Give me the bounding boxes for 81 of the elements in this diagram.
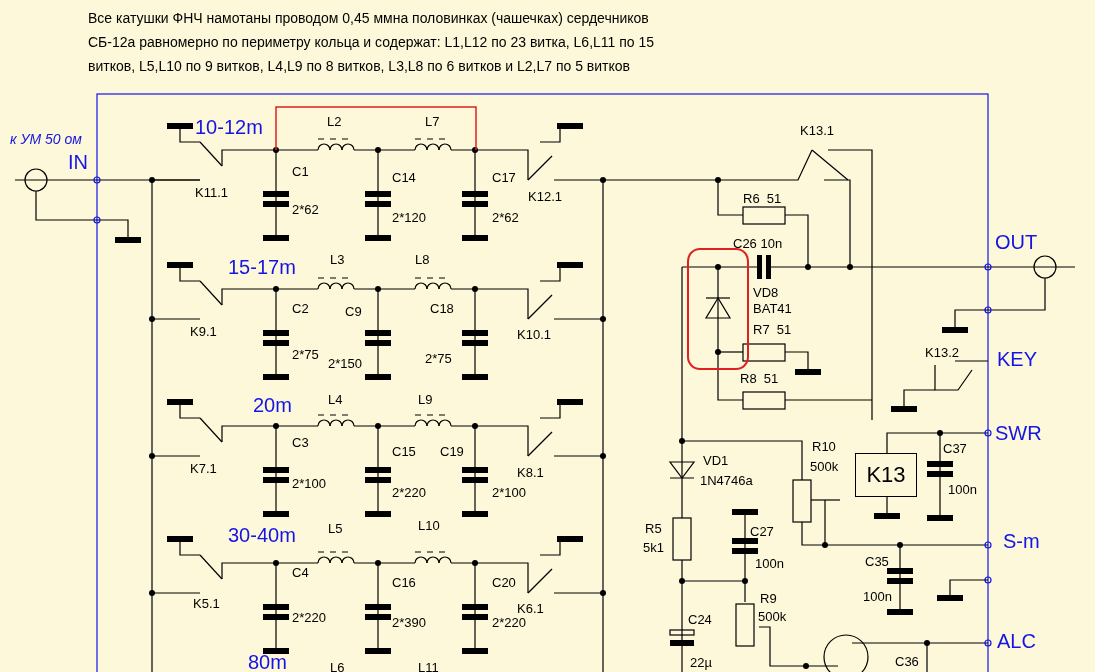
pin-label: OUT — [995, 231, 1038, 254]
value-label: 2*220 — [392, 486, 426, 501]
component-label: L6 — [330, 661, 345, 672]
pin-label: S-m — [1003, 530, 1040, 553]
value-label: 2*390 — [392, 616, 426, 631]
value-label: R6 51 — [743, 192, 782, 207]
component-label: C1 — [292, 165, 309, 180]
band-label: 15-17m — [228, 256, 296, 279]
component-label: C35 — [865, 555, 889, 570]
value-label: 2*62 — [492, 211, 519, 226]
relay-box: K13 — [855, 453, 917, 497]
band-label: 10-12m — [195, 116, 263, 139]
value-label: 2*220 — [292, 611, 326, 626]
value-label: 2*220 — [492, 616, 526, 631]
component-label: L10 — [418, 519, 440, 534]
value-label: 500k — [810, 460, 839, 475]
component-label: K5.1 — [193, 597, 220, 612]
value-label: 2*100 — [292, 477, 326, 492]
component-label: K6.1 — [517, 602, 544, 617]
component-label: K13.2 — [925, 346, 959, 361]
component-label: R10 — [812, 440, 836, 455]
value-label: 2*62 — [292, 203, 319, 218]
component-label: L5 — [328, 522, 343, 537]
component-label: L3 — [330, 253, 345, 268]
component-label: K10.1 — [517, 328, 551, 343]
value-label: 100n — [863, 590, 892, 605]
component-label: K8.1 — [517, 466, 544, 481]
component-label: C27 — [750, 525, 774, 540]
pin-label: KEY — [997, 348, 1038, 371]
component-label: C37 — [943, 442, 967, 457]
band-label: 20m — [253, 394, 292, 417]
pin-label: IN — [68, 151, 88, 174]
component-label: R9 — [760, 592, 777, 607]
value-label: 1N4746a — [700, 474, 753, 489]
component-label: C19 — [440, 445, 464, 460]
component-label: C15 — [392, 445, 416, 460]
component-label: L7 — [425, 115, 440, 130]
component-label: L8 — [415, 253, 430, 268]
note-text: Все катушки ФНЧ намотаны проводом 0,45 ммна половинках (чашечках) сердечников СБ-12а равномерно по периметру кольца и содержат: L1,L12 по 23 витка, L6,L11 по 15 витков, L5,L10 по 9 витков, L4,L9 по 8 витков, L3,L8 по 6 витков и L2,L7 по 5 витков — [88, 9, 656, 76]
value-label: 22µ — [690, 656, 712, 671]
component-label: C24 — [688, 613, 712, 628]
component-label: C16 — [392, 576, 416, 591]
value-label: C26 10n — [733, 237, 783, 252]
connection-note: к УМ 50 ом — [10, 131, 82, 148]
band-label: 80m — [248, 651, 287, 672]
component-label: K7.1 — [190, 462, 217, 477]
value-label: 100n — [948, 483, 977, 498]
component-label: C14 — [392, 171, 416, 186]
component-label: K12.1 — [528, 190, 562, 205]
value-label: 2*150 — [328, 357, 362, 372]
component-label: L9 — [418, 393, 433, 408]
component-label: L11 — [418, 661, 439, 672]
component-label: C9 — [345, 305, 362, 320]
component-label: R5 — [645, 522, 662, 537]
value-label: 100n — [755, 557, 784, 572]
component-label: C36 — [895, 655, 919, 670]
value-label: 2*100 — [492, 486, 526, 501]
value-label: 2*120 — [392, 211, 426, 226]
component-label: C4 — [292, 566, 309, 581]
component-label: C3 — [292, 436, 309, 451]
component-label: VD1 — [703, 454, 729, 469]
value-label: R8 51 — [740, 372, 779, 387]
component-label: K13.1 — [800, 124, 834, 139]
component-label: VD8 — [753, 286, 779, 301]
value-label: 500k — [758, 610, 787, 625]
value-label: 2*75 — [292, 348, 319, 363]
value-label: BAT41 — [753, 302, 792, 317]
value-label: 5k1 — [643, 541, 664, 556]
pin-label: ALC — [997, 630, 1036, 653]
value-label: 2*75 — [425, 352, 452, 367]
component-label: K11.1 — [195, 186, 228, 201]
component-label: C20 — [492, 576, 516, 591]
component-label: C18 — [430, 302, 454, 317]
component-label: L2 — [327, 115, 342, 130]
component-label: K9.1 — [190, 325, 217, 340]
component-label: C17 — [492, 171, 516, 186]
pin-label: SWR — [995, 422, 1042, 445]
component-label: L4 — [328, 393, 343, 408]
value-label: R7 51 — [753, 323, 792, 338]
band-label: 30-40m — [228, 524, 296, 547]
component-label: C2 — [292, 302, 309, 317]
